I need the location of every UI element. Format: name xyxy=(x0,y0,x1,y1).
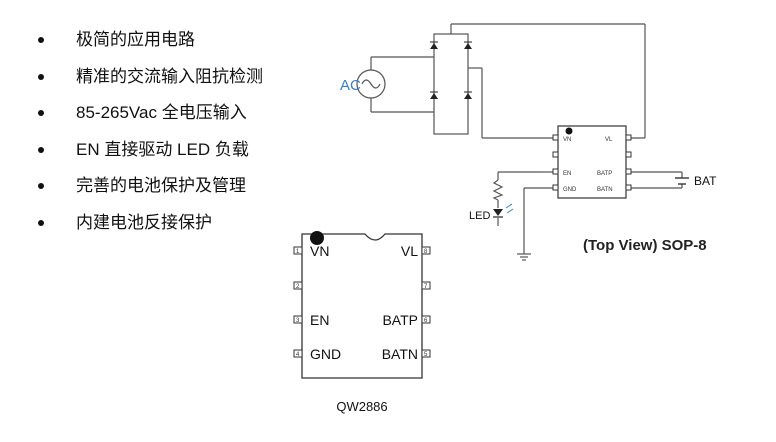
feature-text: 内建电池反接保护 xyxy=(76,212,212,232)
feature-item: 完善的电池保护及管理 xyxy=(34,168,263,205)
feature-text: 完善的电池保护及管理 xyxy=(76,176,246,195)
chip-pins xyxy=(293,246,431,358)
pin-label: EN xyxy=(310,312,329,328)
sine-wave-icon xyxy=(361,79,381,89)
pin-number: 6 xyxy=(424,318,428,324)
part-number: QW2886 xyxy=(336,399,387,414)
circuit-ic-body xyxy=(557,125,627,199)
circuit-pin-label: VL xyxy=(605,137,613,143)
ground-icon xyxy=(517,253,531,261)
package-caption: (Top View) SOP-8 xyxy=(583,237,707,254)
ac-label: AC xyxy=(340,77,361,94)
pin-number: 3 xyxy=(296,318,300,324)
circuit-pin-label: BATN xyxy=(597,187,613,193)
circuit-wires xyxy=(370,23,683,254)
bridge-diodes-icon xyxy=(430,41,472,99)
circuit-ic-pins xyxy=(552,134,632,191)
pin-label: BATN xyxy=(382,346,418,362)
pin-label: GND xyxy=(310,346,341,362)
feature-text: 极简的应用电路 xyxy=(76,30,195,49)
feature-list: 极简的应用电路 精准的交流输入阻抗检测 85-265Vac 全电压输入 EN 直… xyxy=(34,22,263,241)
bullet-dot-icon xyxy=(38,73,44,80)
feature-item: 内建电池反接保护 xyxy=(34,205,263,242)
pin-number: 4 xyxy=(296,352,300,358)
bullet-dot-icon xyxy=(38,146,44,153)
led-label: LED xyxy=(469,210,490,222)
feature-item: 85-265Vac 全电压输入 xyxy=(34,95,263,132)
pin1-marker-icon xyxy=(565,127,573,135)
circuit-pin-label: BATP xyxy=(597,171,612,177)
feature-item: 极简的应用电路 xyxy=(34,22,263,59)
pin-label: BATP xyxy=(382,312,418,328)
pin-number: 5 xyxy=(424,352,428,358)
bullet-dot-icon xyxy=(38,183,44,189)
pin-number: 8 xyxy=(424,249,428,255)
pin-number: 2 xyxy=(296,284,300,290)
circuit-pin-label: VN xyxy=(563,137,571,143)
bat-label: BAT xyxy=(694,174,717,188)
feature-text: EN 直接驱动 LED 负载 xyxy=(76,139,249,159)
circuit-pin-label: GND xyxy=(563,187,577,193)
pin-number: 1 xyxy=(296,249,300,255)
bullet-dot-icon xyxy=(38,37,44,43)
led-icon xyxy=(493,203,514,218)
pin-label: VN xyxy=(310,243,329,259)
feature-item: EN 直接驱动 LED 负载 xyxy=(34,132,263,169)
feature-item: 精准的交流输入阻抗检测 xyxy=(34,59,263,96)
pin-number: 7 xyxy=(424,284,428,290)
pin-label: VL xyxy=(401,243,418,259)
pin1-marker-icon xyxy=(310,231,324,245)
feature-text: 85-265Vac 全电压输入 xyxy=(76,103,247,122)
resistor-icon xyxy=(492,179,504,201)
feature-text: 精准的交流输入阻抗检测 xyxy=(76,66,263,86)
circuit-pin-label: EN xyxy=(563,171,571,177)
battery-icon xyxy=(675,177,689,185)
chip-body xyxy=(301,233,423,379)
bullet-dot-icon xyxy=(38,219,44,226)
bullet-dot-icon xyxy=(38,110,44,116)
